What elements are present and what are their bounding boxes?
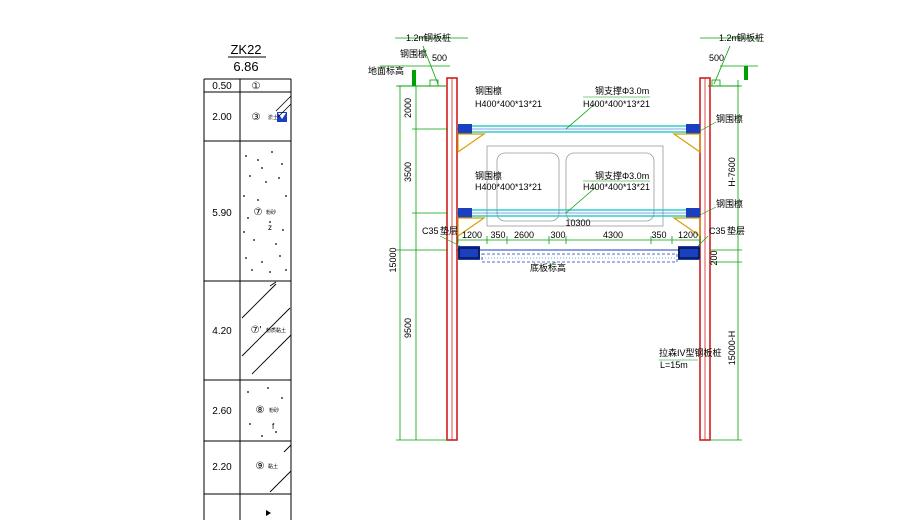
layer-2-thickness: 2.00 — [212, 112, 232, 123]
c35-right: C35 — [709, 226, 726, 236]
dim-2000: 2000 — [403, 98, 413, 118]
left-vertical-dim — [396, 85, 448, 441]
strut-2-note: 钢支撑Φ3.0m — [595, 170, 649, 181]
layer-2-num: ③ — [252, 112, 261, 123]
bottom-dim-line — [457, 236, 701, 244]
top-right-label-12: 钢板桩 — [737, 32, 764, 43]
layer-4-name: 粉质黏土 — [266, 327, 286, 334]
top-left-dim-12: 1.2m — [406, 33, 426, 43]
bottom-dim-1: 1200 — [462, 230, 482, 240]
c35-left: C35 — [422, 226, 439, 236]
bottom-dim-7: 1200 — [678, 230, 698, 240]
strut-2-small-label: 钢围檩 — [475, 170, 502, 181]
layer-5-letter: f — [272, 422, 275, 431]
dim-15000: 15000 — [388, 247, 398, 272]
dim-15000-h: 15000-H — [727, 331, 737, 366]
strut-1-right-tag: 钢围檩 — [716, 113, 743, 124]
strut-1-small-label: 钢围檩 — [475, 85, 502, 96]
dim-9500: 9500 — [403, 318, 413, 338]
bottom-dim-2: 350 — [490, 230, 505, 240]
borehole-log: ZK22 6.86 0.50 ① 2.00 ③ 淤土 — [203, 42, 292, 520]
ground-level-label: 地面标高 — [368, 65, 404, 76]
layer-5-num: ⑧ — [256, 405, 265, 416]
layer-4-thickness: 4.20 — [212, 326, 232, 337]
layer-2-name: 淤土 — [268, 114, 278, 121]
left-rail-post — [398, 45, 446, 87]
c35-right-note: 垫层 — [727, 225, 745, 236]
strut-1-note: 钢支撑Φ3.0m — [595, 85, 649, 96]
top-left-small-label: 钢围檩 — [400, 48, 427, 59]
layer-1-thickness: 0.50 — [212, 81, 232, 92]
top-left-dim-500: 500 — [432, 53, 447, 63]
sand-hatch — [243, 151, 287, 273]
layer-4-num: ⑦' — [251, 325, 262, 336]
right-vertical-dim — [710, 80, 742, 441]
left-sheet-pile — [446, 77, 458, 441]
layer-1-num: ① — [252, 81, 261, 92]
c35-left-note: 垫层 — [440, 225, 458, 236]
width-total: 10300 — [565, 218, 590, 228]
borehole-id: ZK22 — [230, 42, 261, 57]
strut-level-2 — [457, 186, 701, 238]
box-culvert-outline — [486, 145, 664, 227]
layer-3-name: 粉砂 — [266, 209, 276, 216]
base-slab — [457, 246, 700, 263]
layer-3-num: ⑦ — [254, 207, 263, 218]
layer-5-name: 粉砂 — [269, 407, 279, 414]
bottom-dim-5: 4300 — [603, 230, 623, 240]
strut-level-1 — [457, 102, 701, 154]
strut-2-beam-left: H400*400*13*21 — [475, 182, 542, 192]
top-right-dim-12: 1.2m — [719, 33, 739, 43]
strut-1-beam-left: H400*400*13*21 — [475, 99, 542, 109]
pile-label: 拉森IV型钢板桩 — [659, 347, 722, 358]
silt-hatch — [247, 387, 283, 437]
bottom-dim-4: 300 — [550, 230, 565, 240]
top-left-label-12: 钢板桩 — [424, 32, 451, 43]
bottom-dim-6: 350 — [651, 230, 666, 240]
dim-3500: 3500 — [403, 162, 413, 182]
bottom-level-label: 底板标高 — [530, 262, 566, 273]
dim-200: 200 — [709, 250, 719, 265]
pile-length: L=15m — [660, 360, 688, 370]
layer-3-thickness: 5.90 — [212, 208, 232, 219]
layer-6-thickness: 2.20 — [212, 462, 232, 473]
top-right-dim-500: 500 — [709, 53, 724, 63]
layer-3-letter: z — [268, 223, 272, 232]
excavation-section: 1.2m 钢板桩 500 地面标高 钢围檩 1.2m 钢板桩 500 — [368, 32, 764, 441]
dim-h-7600: H-7600 — [727, 157, 737, 187]
layer-5-thickness: 2.60 — [212, 406, 232, 417]
layer-6-name: 黏土 — [268, 463, 278, 470]
strut-1-beam-right: H400*400*13*21 — [583, 99, 650, 109]
clay-hatch — [241, 281, 292, 375]
bottom-dim-3: 2600 — [514, 230, 534, 240]
borehole-elevation: 6.86 — [233, 59, 258, 74]
layer-6-num: ⑨ — [256, 461, 265, 472]
strut-2-right-tag: 钢围檩 — [716, 198, 743, 209]
strut-2-beam-right: H400*400*13*21 — [583, 182, 650, 192]
